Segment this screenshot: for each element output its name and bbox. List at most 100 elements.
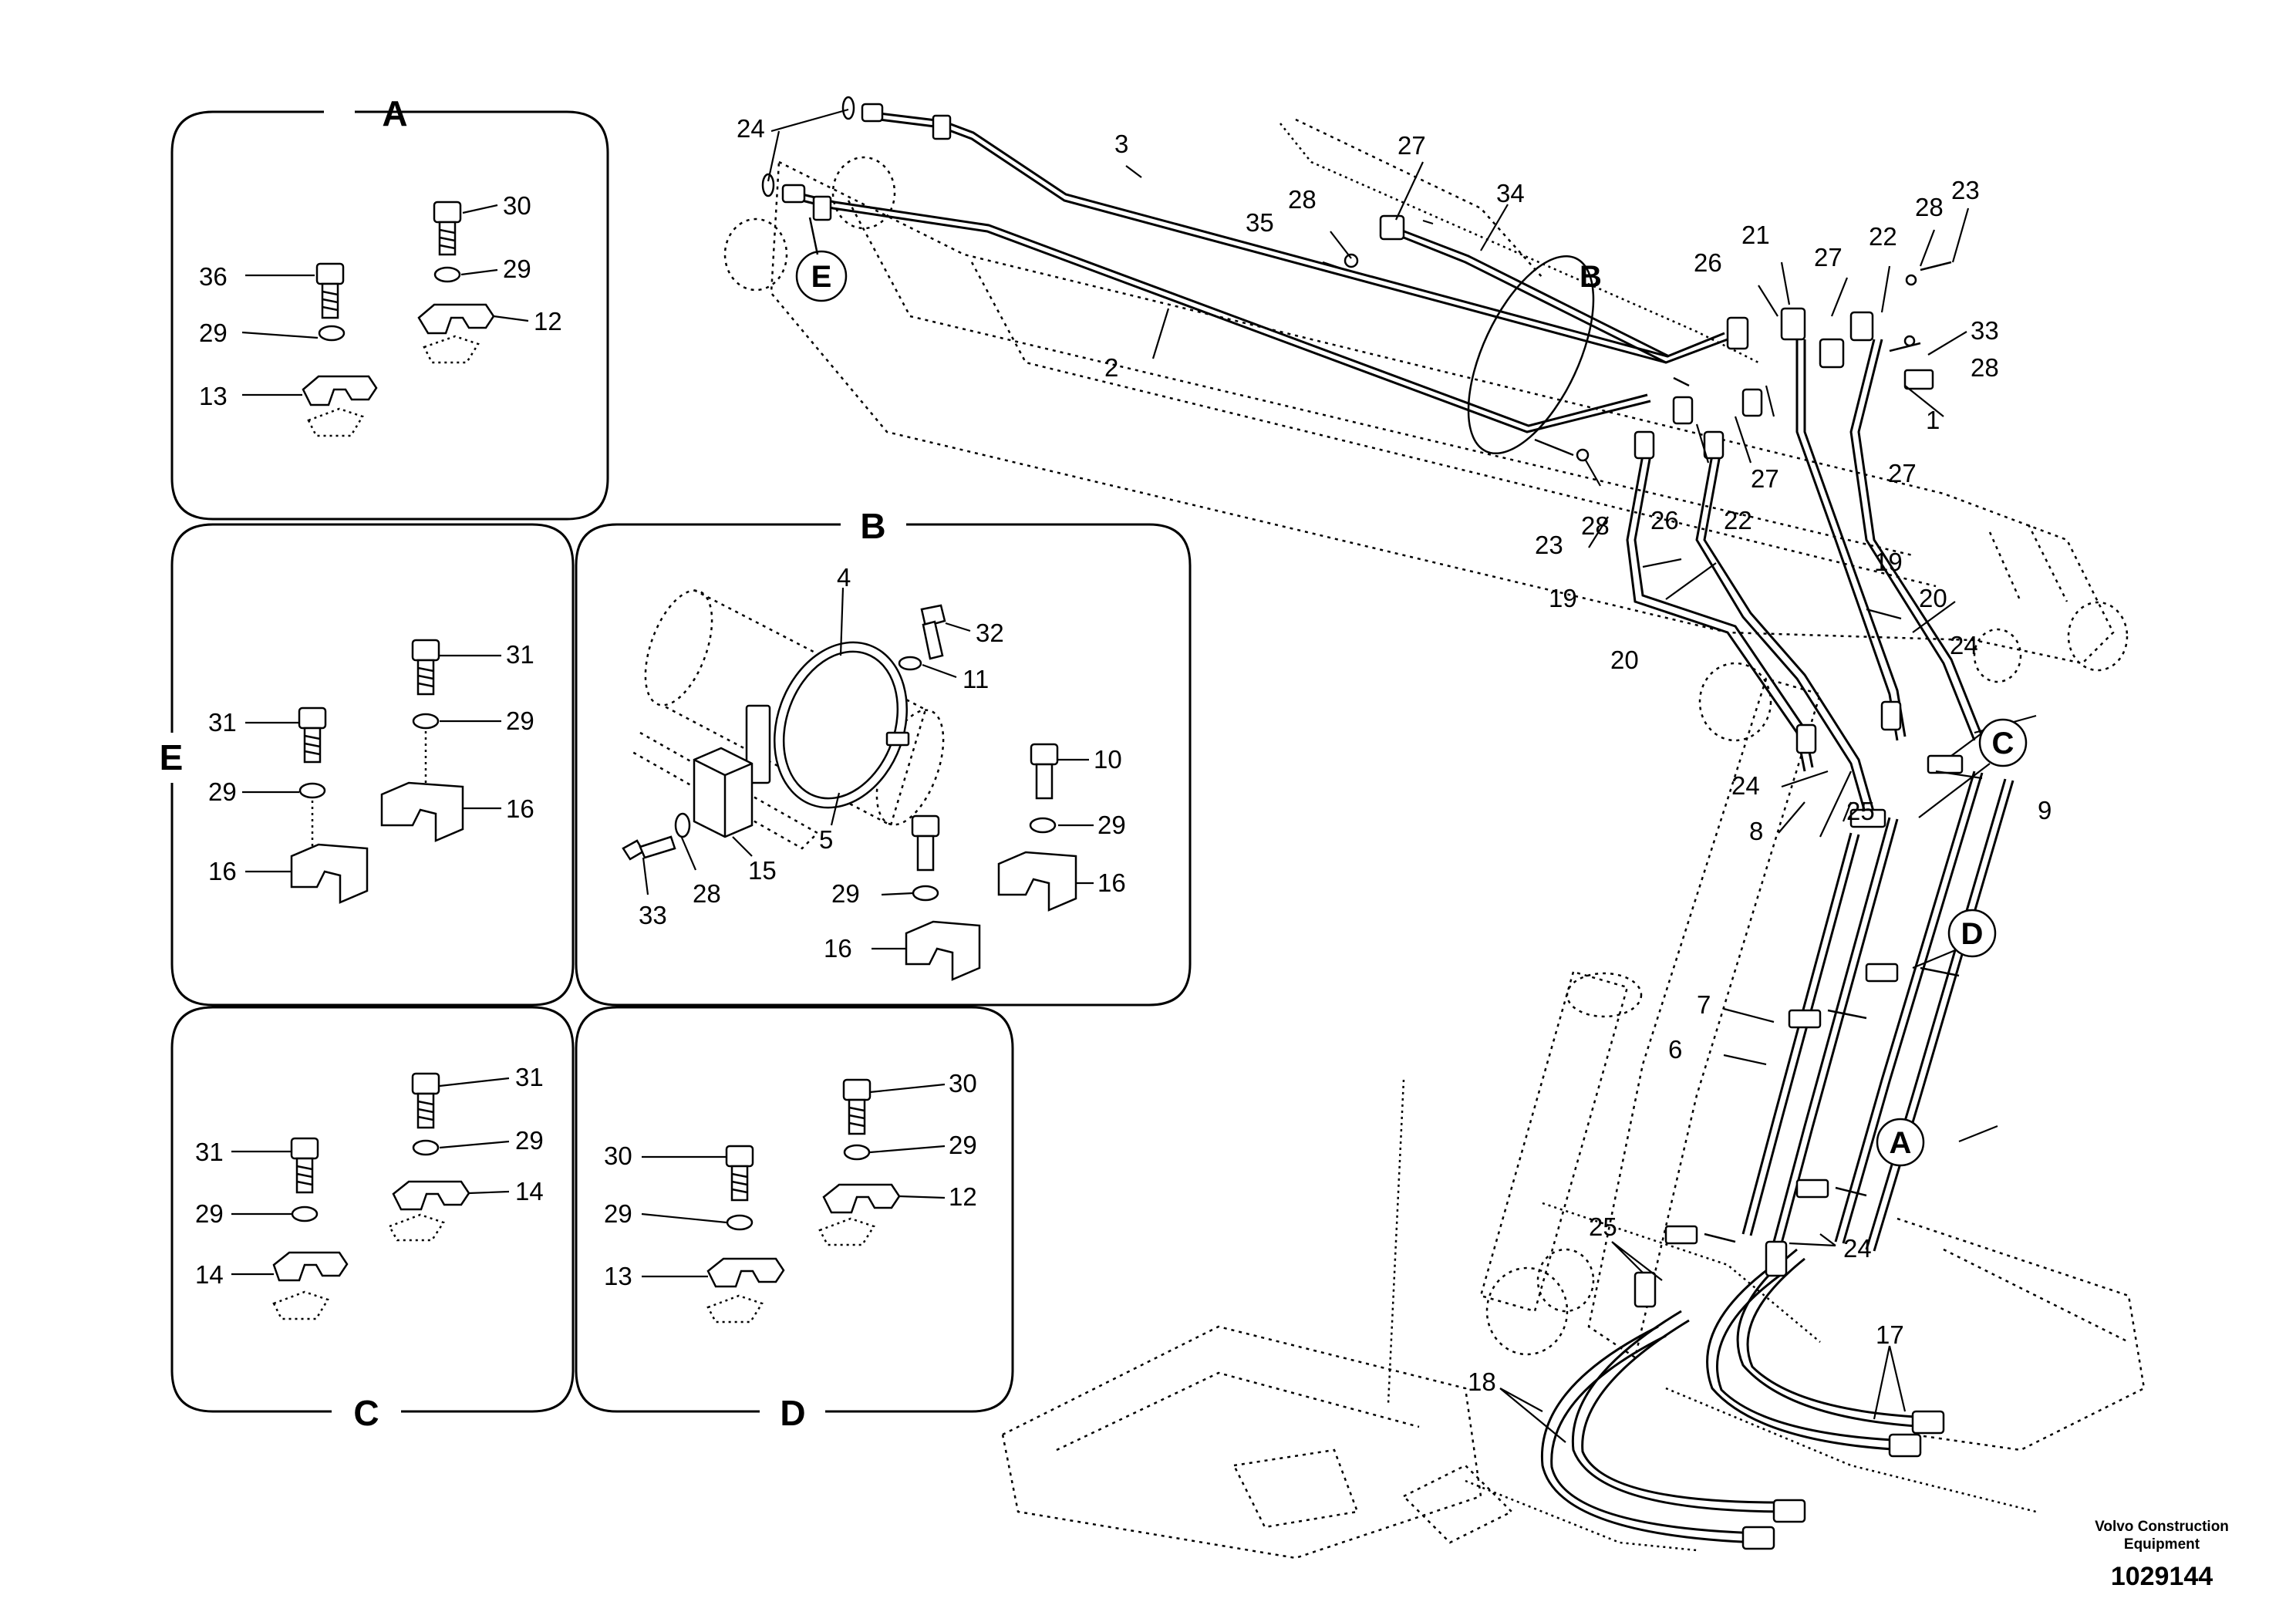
label-28d: 28: [1581, 511, 1610, 540]
panel-c-title: C: [353, 1393, 379, 1433]
b-highlight-ellipse: [1467, 255, 1595, 455]
footer: Volvo Construction Equipment 1029144: [2095, 1519, 2229, 1591]
label-2: 2: [1104, 353, 1118, 382]
label-8: 8: [1749, 817, 1763, 845]
label-16: 16: [208, 857, 237, 885]
detail-panel-c: C 31 29 14 31 29 14: [170, 1006, 575, 1433]
label-29: 29: [195, 1199, 224, 1228]
label-11: 11: [963, 665, 989, 693]
label-18: 18: [1468, 1367, 1496, 1396]
label-5: 5: [819, 825, 833, 854]
label-29: 29: [1097, 811, 1126, 839]
bolt-icon: [433, 201, 462, 256]
label-31: 31: [515, 1063, 544, 1091]
svg-text:C: C: [1992, 727, 2014, 760]
label-26b: 26: [1650, 506, 1679, 534]
label-24b: 24: [1950, 631, 1978, 659]
label-27a: 27: [1397, 131, 1426, 160]
label-29: 29: [604, 1199, 632, 1228]
bolt-icon: [298, 706, 327, 764]
brand-line-2: Equipment: [2124, 1536, 2200, 1553]
label-35: 35: [1246, 208, 1274, 237]
main-leaders: [767, 108, 2037, 1443]
label-4: 4: [837, 563, 851, 592]
svg-text:D: D: [1961, 917, 1984, 951]
label-25a: 25: [1846, 797, 1875, 825]
label-29: 29: [199, 319, 228, 347]
main-fittings: [761, 96, 1964, 1550]
label-15: 15: [748, 856, 777, 885]
label-28: 28: [693, 879, 721, 908]
label-16: 16: [824, 934, 852, 963]
label-34: 34: [1496, 179, 1525, 207]
label-20b: 20: [1919, 584, 1947, 612]
detail-panel-e: E 31 29 16 31 29 16: [160, 523, 575, 1007]
label-22a: 22: [1869, 222, 1897, 251]
svg-text:E: E: [811, 260, 832, 294]
callout-d: D: [1947, 909, 1997, 958]
callout-e: E: [795, 217, 848, 302]
detail-panel-b: B: [575, 506, 1192, 1007]
label-14: 14: [515, 1177, 544, 1206]
label-16: 16: [506, 794, 534, 823]
label-3: 3: [1114, 130, 1128, 158]
label-1: 1: [1926, 406, 1940, 434]
bolt-icon: [315, 262, 345, 319]
label-16: 16: [1097, 868, 1126, 897]
bolt-icon: [290, 1137, 319, 1194]
label-27b: 27: [1814, 243, 1843, 271]
label-31: 31: [208, 708, 237, 737]
document-number: 1029144: [2111, 1562, 2213, 1591]
bolt-icon: [725, 1145, 754, 1202]
label-24d: 24: [1843, 1234, 1872, 1263]
detail-panel-d: D 30 29 12 30 29 13: [575, 1006, 1014, 1433]
panel-e-title: E: [160, 737, 184, 777]
label-24a: 24: [737, 114, 765, 143]
label-31: 31: [506, 640, 534, 669]
label-14: 14: [195, 1260, 224, 1289]
label-6: 6: [1668, 1035, 1682, 1064]
label-32: 32: [976, 619, 1004, 647]
label-19a: 19: [1549, 584, 1577, 612]
label-29: 29: [515, 1126, 544, 1155]
label-23a: 23: [1951, 176, 1980, 204]
bolt-icon: [842, 1078, 872, 1135]
label-7: 7: [1697, 990, 1711, 1019]
callout-a: A: [1876, 1118, 1925, 1167]
callout-c: C: [1978, 718, 2028, 767]
label-13: 13: [199, 382, 228, 410]
main-assembly: E C D A 24 3 27 34 28 35 2 B 21 26 27: [723, 96, 2146, 1560]
label-19b: 19: [1874, 548, 1903, 576]
label-29: 29: [506, 706, 534, 735]
label-22b: 22: [1724, 506, 1752, 534]
label-30: 30: [604, 1141, 632, 1170]
label-21: 21: [1741, 221, 1770, 249]
label-29: 29: [949, 1131, 977, 1159]
brand-line-1: Volvo Construction: [2095, 1519, 2229, 1535]
label-26a: 26: [1694, 248, 1722, 277]
main-part-labels: 24 3 27 34 28 35 2 B 21 26 27 22 28 23 3…: [737, 114, 2052, 1396]
label-23b: 23: [1535, 531, 1563, 559]
label-28b: 28: [1915, 193, 1944, 221]
label-12: 12: [949, 1182, 977, 1211]
label-24c: 24: [1731, 771, 1760, 800]
label-30: 30: [949, 1069, 977, 1098]
label-17: 17: [1876, 1320, 1904, 1349]
label-28a: 28: [1288, 185, 1317, 214]
bolt-icon: [411, 1072, 440, 1129]
panel-b-title: B: [860, 506, 885, 546]
bolt-icon: [411, 639, 440, 696]
label-28c: 28: [1971, 353, 1999, 382]
label-29: 29: [831, 879, 860, 908]
label-20a: 20: [1610, 646, 1639, 674]
panel-a-title: A: [382, 93, 407, 133]
bolt-icon: [911, 814, 940, 872]
label-31: 31: [195, 1138, 224, 1166]
label-27c: 27: [1888, 459, 1917, 487]
label-33: 33: [639, 901, 667, 929]
label-33: 33: [1971, 316, 1999, 345]
label-10: 10: [1094, 745, 1122, 774]
label-9: 9: [2038, 796, 2052, 824]
label-27d: 27: [1751, 464, 1779, 493]
